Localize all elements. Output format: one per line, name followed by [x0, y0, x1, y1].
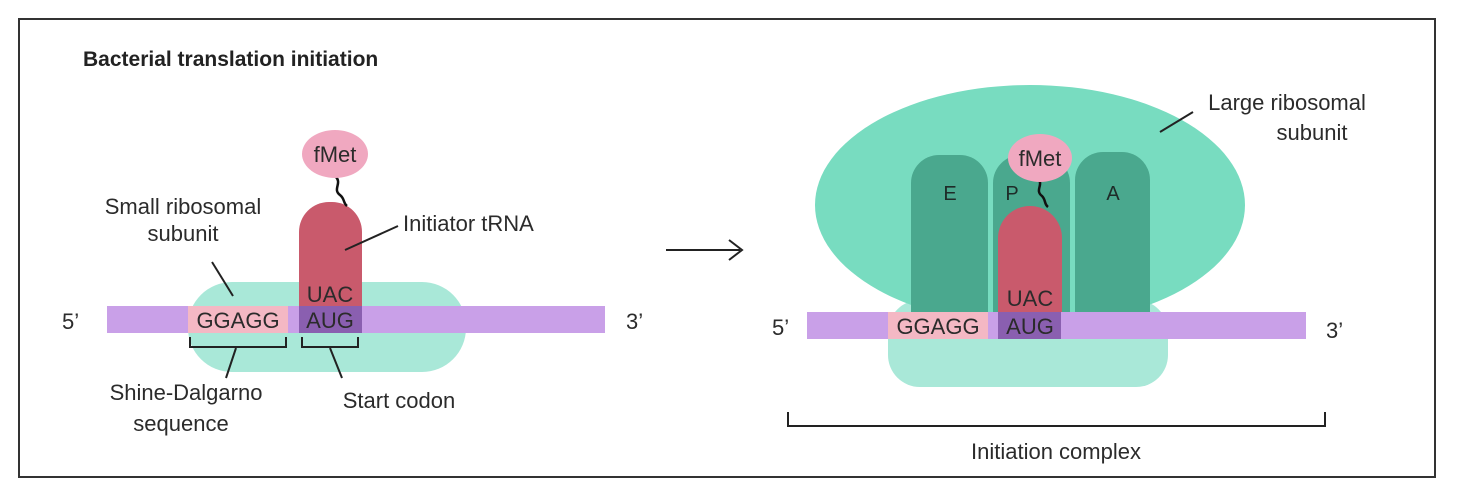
right-panel: E P A fMet GGAGG AUG UAC 5’ 3’ Large rib…	[772, 85, 1366, 464]
large-subunit-pointer	[1159, 111, 1194, 133]
shine-dalgarno-left	[188, 306, 288, 333]
fmet-linker-left	[334, 175, 348, 207]
start-codon-pointer	[329, 347, 343, 379]
initiator-trna-right	[998, 206, 1062, 312]
five-prime-right: 5’	[772, 315, 789, 340]
small-subunit-pointer	[211, 261, 234, 297]
fmet-left	[302, 130, 368, 178]
transition-arrow	[666, 239, 744, 261]
start-codon-left	[299, 306, 362, 333]
three-prime-right: 3’	[1326, 318, 1343, 343]
anticodon-right: UAC	[1007, 286, 1054, 311]
large-subunit-label-line1: Large ribosomal	[1208, 90, 1366, 115]
shine-dalgarno-label-line1: Shine-Dalgarno	[110, 380, 263, 405]
anticodon-left: UAC	[307, 282, 354, 307]
start-codon-bracket	[301, 337, 359, 348]
fmet-label-left: fMet	[314, 142, 357, 167]
site-a-label: A	[1106, 183, 1120, 205]
small-subunit-label-line1: Small ribosomal	[105, 194, 262, 219]
large-subunit-label-line2: subunit	[1277, 120, 1348, 145]
start-codon-seq-right: AUG	[1006, 314, 1054, 339]
start-codon-seq-left: AUG	[306, 308, 354, 333]
shine-dalgarno-bracket	[189, 337, 287, 348]
start-codon-label: Start codon	[343, 388, 456, 413]
fmet-linker-right	[1036, 177, 1049, 208]
sd-seq-left: GGAGG	[196, 308, 279, 333]
initiation-complex-bracket	[787, 412, 1326, 427]
shine-dalgarno-right	[888, 312, 988, 339]
small-subunit-label-line2: subunit	[148, 221, 219, 246]
start-codon-right	[998, 312, 1061, 339]
diagram-title: Bacterial translation initiation	[83, 48, 378, 71]
three-prime-left: 3’	[626, 309, 643, 334]
site-p-label: P	[1005, 183, 1018, 205]
shine-dalgarno-pointer	[225, 347, 237, 379]
five-prime-left: 5’	[62, 309, 79, 334]
initiator-trna-left	[299, 202, 362, 307]
shine-dalgarno-label-line2: sequence	[133, 411, 228, 436]
e-site-slot	[911, 155, 988, 317]
a-site-slot	[1075, 152, 1150, 317]
fmet-right	[1008, 134, 1072, 182]
initiator-trna-label: Initiator tRNA	[403, 211, 534, 236]
fmet-label-right: fMet	[1019, 146, 1062, 171]
initiator-trna-pointer	[344, 225, 399, 251]
site-e-label: E	[943, 183, 956, 205]
left-panel: fMet GGAGG AUG UAC 5’ 3’ Small ribosomal…	[62, 130, 643, 436]
initiation-complex-label: Initiation complex	[971, 439, 1141, 464]
sd-seq-right: GGAGG	[896, 314, 979, 339]
